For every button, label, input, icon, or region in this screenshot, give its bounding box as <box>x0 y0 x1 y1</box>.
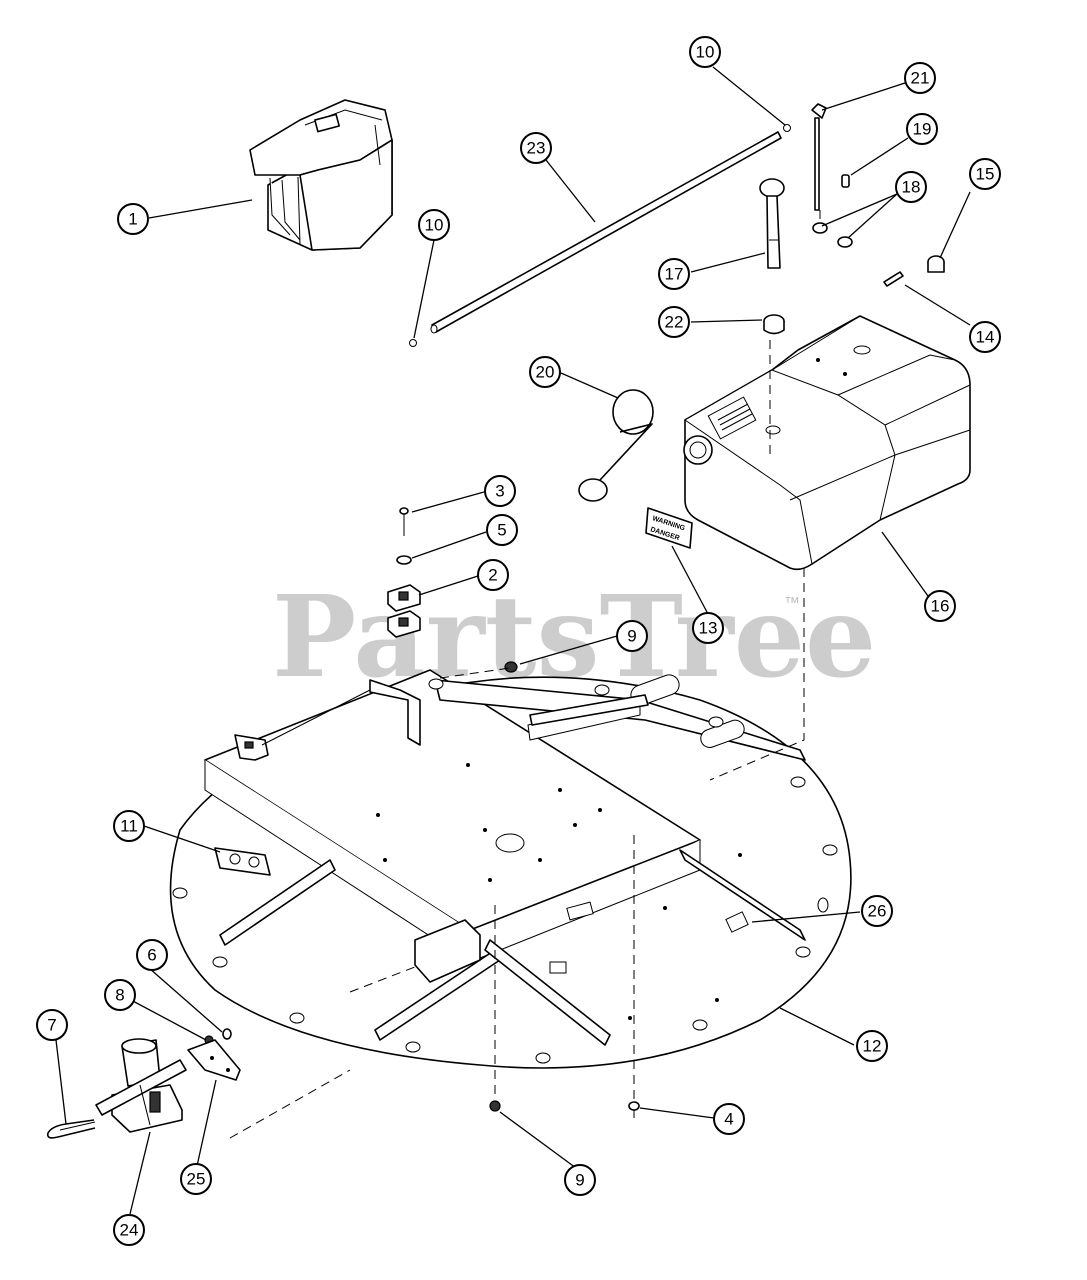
fuel-tank-part[interactable] <box>683 315 971 571</box>
callout-label: 25 <box>187 1170 206 1189</box>
callout-11[interactable]: 11 <box>113 810 145 842</box>
callout-24[interactable]: 24 <box>113 1214 145 1246</box>
callout-label: 14 <box>976 328 995 347</box>
clamp-part[interactable] <box>387 584 421 638</box>
callout-22[interactable]: 22 <box>658 306 690 338</box>
callout-9-upper[interactable]: 9 <box>616 620 648 652</box>
callout-label: 20 <box>536 363 555 382</box>
callout-label: 10 <box>425 216 444 235</box>
callout-label: 5 <box>497 521 506 540</box>
l-bolt-part[interactable] <box>811 103 827 211</box>
callout-21[interactable]: 21 <box>904 62 936 94</box>
tank-decal-part[interactable]: WARNING DANGER <box>645 507 693 549</box>
callout-label: 12 <box>863 1037 882 1056</box>
assembly-line-pump <box>229 1069 351 1139</box>
hydraulic-pump-part[interactable] <box>95 1038 187 1133</box>
bolt-6-part[interactable] <box>222 1028 232 1040</box>
callout-label: 18 <box>902 178 921 197</box>
watermark-trademark: ™ <box>784 595 800 612</box>
assembly-line-nut-9-upper <box>439 667 511 679</box>
battery-box-part[interactable] <box>249 99 393 251</box>
callout-8[interactable]: 8 <box>104 979 136 1011</box>
callout-10-upper[interactable]: 10 <box>689 36 721 68</box>
knob-bolt-part[interactable] <box>759 178 785 269</box>
callout-label: 9 <box>575 1171 584 1190</box>
assembly-line-tank-deck <box>709 568 805 781</box>
callout-19[interactable]: 19 <box>906 113 938 145</box>
callout-label: 3 <box>495 482 504 501</box>
callout-26[interactable]: 26 <box>861 895 893 927</box>
callout-label: 11 <box>120 817 138 836</box>
callout-25[interactable]: 25 <box>180 1163 212 1195</box>
callout-label: 2 <box>488 566 497 585</box>
bushing-upper-part[interactable] <box>783 124 791 132</box>
callout-label: 26 <box>868 902 887 921</box>
callout-6[interactable]: 6 <box>136 939 168 971</box>
callout-label: 1 <box>128 210 137 229</box>
callout-13[interactable]: 13 <box>692 612 724 644</box>
callout-label: 19 <box>913 120 932 139</box>
callout-label: 8 <box>115 986 124 1005</box>
callout-label: 4 <box>724 1110 733 1129</box>
assembly-line-block <box>349 964 421 993</box>
callout-label: 24 <box>120 1221 139 1240</box>
callout-label: 15 <box>976 165 995 184</box>
callout-label: 23 <box>527 139 546 158</box>
bushing-lower-part[interactable] <box>409 339 417 347</box>
callout-label: 10 <box>696 43 715 62</box>
callout-label: 21 <box>911 69 930 88</box>
fuel-fitting-part[interactable] <box>927 255 945 273</box>
callout-label: 6 <box>147 946 156 965</box>
fuel-gauge-part[interactable] <box>578 389 654 502</box>
callout-18[interactable]: 18 <box>895 171 927 203</box>
callout-20[interactable]: 20 <box>529 356 561 388</box>
callout-1[interactable]: 1 <box>117 203 149 235</box>
callout-10-left[interactable]: 10 <box>418 209 450 241</box>
grommet-part[interactable] <box>763 314 785 335</box>
callout-23[interactable]: 23 <box>520 132 552 164</box>
screw-part[interactable] <box>399 507 409 536</box>
nut-9-lower-part[interactable] <box>489 1100 501 1112</box>
rod-part[interactable] <box>430 131 782 334</box>
pump-bracket-part[interactable] <box>187 1039 241 1081</box>
nut-lower-part[interactable] <box>837 236 853 248</box>
washer-part[interactable] <box>396 555 412 565</box>
callout-label: 7 <box>47 1016 56 1035</box>
callout-15[interactable]: 15 <box>969 158 1001 190</box>
pin-part[interactable] <box>841 174 850 188</box>
leader-lines <box>55 66 971 1215</box>
callout-7[interactable]: 7 <box>36 1009 68 1041</box>
callout-5[interactable]: 5 <box>486 514 518 546</box>
callout-9-lower[interactable]: 9 <box>564 1164 596 1196</box>
bolt-4-part[interactable] <box>628 1101 640 1118</box>
platform-deck-part[interactable] <box>169 669 852 1069</box>
callout-12[interactable]: 12 <box>856 1030 888 1062</box>
callout-2[interactable]: 2 <box>477 559 509 591</box>
callout-3[interactable]: 3 <box>484 475 516 507</box>
callout-17[interactable]: 17 <box>658 258 690 290</box>
pump-handle-part[interactable] <box>46 1119 96 1139</box>
nut-9-upper-part[interactable] <box>504 661 518 673</box>
callout-label: 16 <box>931 597 950 616</box>
callout-label: 17 <box>665 265 684 284</box>
callout-16[interactable]: 16 <box>924 590 956 622</box>
callout-label: 22 <box>665 313 684 332</box>
callout-label: 9 <box>627 627 636 646</box>
callout-label: 13 <box>699 619 718 638</box>
hose-barb-part[interactable] <box>883 271 904 287</box>
callout-4[interactable]: 4 <box>713 1103 745 1135</box>
callout-14[interactable]: 14 <box>969 321 1001 353</box>
